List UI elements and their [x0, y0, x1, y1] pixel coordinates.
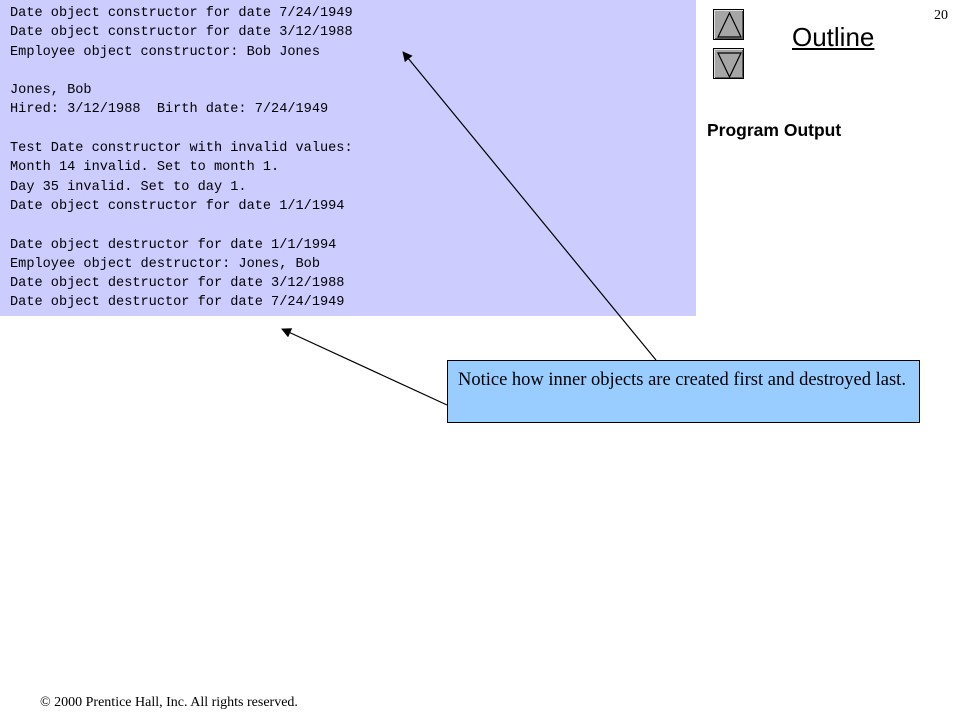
output-line: Date object destructor for date 3/12/198…	[10, 276, 345, 292]
output-line	[10, 120, 696, 139]
output-line: Month 14 invalid. Set to month 1.	[10, 160, 280, 176]
output-line: Jones, Bob	[10, 83, 92, 99]
triangle-down-icon	[717, 52, 742, 79]
copyright-footer: © 2000 Prentice Hall, Inc. All rights re…	[40, 695, 298, 710]
output-line: Employee object destructor: Jones, Bob	[10, 256, 320, 272]
output-line	[10, 216, 696, 235]
output-line: Date object constructor for date 7/24/19…	[10, 6, 353, 21]
section-label: Program Output	[707, 120, 842, 140]
outline-link[interactable]: Outline	[792, 22, 875, 52]
output-line: Test Date constructor with invalid value…	[10, 141, 353, 157]
arrow-to-destructors	[281, 328, 448, 406]
output-line: Day 35 invalid. Set to day 1.	[10, 179, 247, 195]
callout-text: Notice how inner objects are created fir…	[458, 370, 906, 390]
output-line: Date object constructor for date 1/1/199…	[10, 198, 345, 214]
output-line: Date object constructor for date 3/12/19…	[10, 25, 353, 41]
output-line	[10, 62, 696, 81]
output-line: Date object destructor for date 7/24/194…	[10, 295, 345, 311]
program-output-panel: Date object constructor for date 7/24/19…	[0, 0, 696, 316]
output-line: Employee object constructor: Bob Jones	[10, 44, 320, 60]
output-line: Hired: 3/12/1988 Birth date: 7/24/1949	[10, 102, 329, 118]
next-slide-button[interactable]	[713, 48, 744, 79]
previous-slide-button[interactable]	[713, 9, 744, 40]
triangle-up-icon	[717, 11, 742, 38]
callout-note: Notice how inner objects are created fir…	[447, 360, 920, 423]
output-line: Date object destructor for date 1/1/1994	[10, 237, 337, 253]
page-number: 20	[934, 8, 948, 23]
